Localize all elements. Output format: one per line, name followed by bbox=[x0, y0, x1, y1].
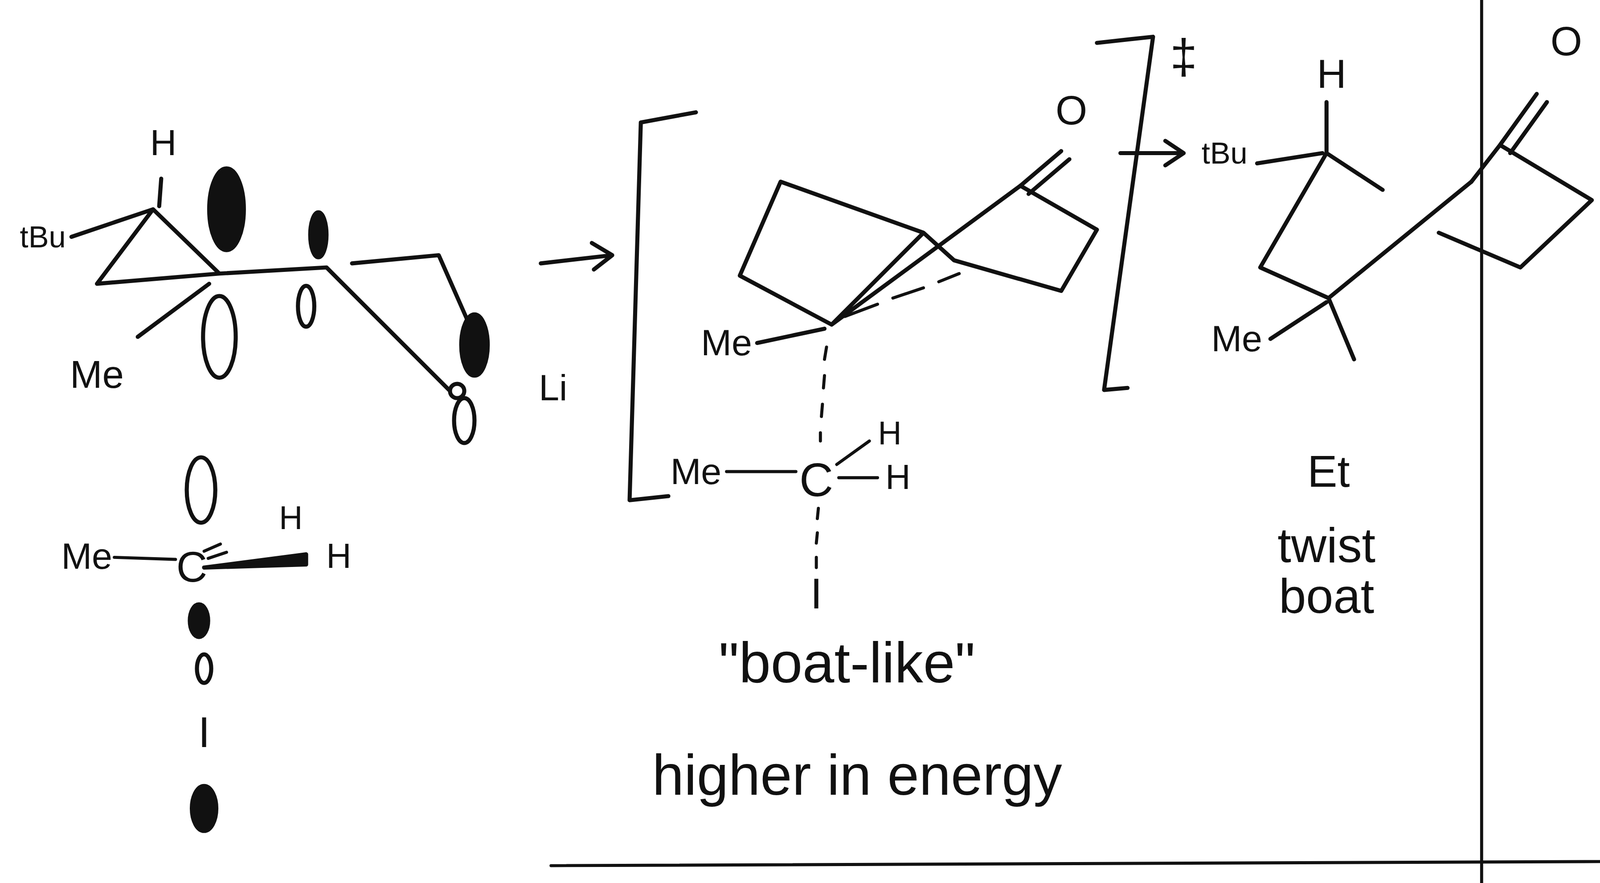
group-label: Me bbox=[61, 536, 113, 576]
group-label: Me bbox=[1211, 319, 1263, 359]
atom-label: O bbox=[1055, 88, 1088, 132]
atom-label: I bbox=[810, 571, 823, 617]
atom-label: C bbox=[799, 454, 834, 505]
group-label: Et bbox=[1307, 447, 1350, 496]
atom-label: H bbox=[326, 537, 352, 575]
ts-symbol: ‡ bbox=[1170, 31, 1198, 83]
atom-label: H bbox=[885, 459, 911, 496]
atom-label: C bbox=[176, 544, 208, 590]
group-label: tBu bbox=[1201, 136, 1248, 169]
note-text: twist boat bbox=[1239, 519, 1414, 623]
atom-label: Li bbox=[538, 368, 568, 408]
atom-label: H bbox=[278, 501, 303, 536]
atom-label: I bbox=[198, 710, 211, 756]
note-text: higher in energy bbox=[652, 745, 1063, 806]
group-label: Me bbox=[670, 452, 722, 492]
note-text: "boat-like" bbox=[718, 633, 976, 694]
group-label: tBu bbox=[20, 220, 66, 253]
group-label: Me bbox=[700, 323, 753, 363]
atom-label: H bbox=[1317, 52, 1347, 95]
atom-label: H bbox=[150, 123, 177, 163]
atom-label: O bbox=[1550, 19, 1583, 63]
atom-label: H bbox=[878, 416, 902, 451]
group-label: Me bbox=[69, 355, 124, 396]
